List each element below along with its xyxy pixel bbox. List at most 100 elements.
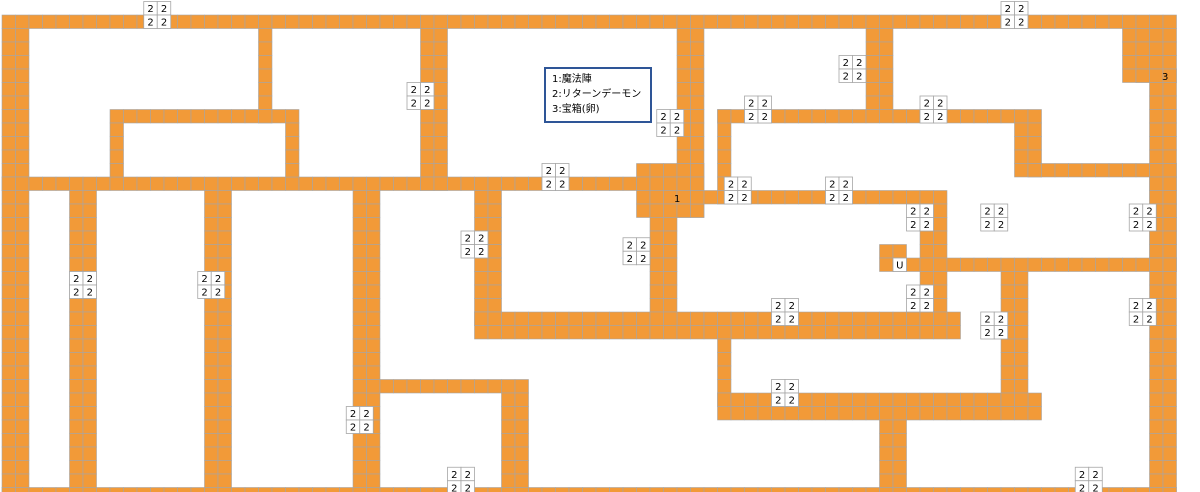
svg-text:2: 2 [465,483,471,492]
corridor-tile [663,298,678,313]
corridor-tile [514,406,529,421]
corridor-tile [933,217,948,232]
corridor-tile [1149,365,1164,380]
corridor-tile [433,14,448,29]
corridor-tile [15,109,30,124]
return-demon-cell: 2 [906,203,921,218]
corridor-tile [474,271,489,286]
corridor-tile [1135,55,1150,70]
corridor-tile [892,244,907,259]
return-demon-cell: 2 [460,244,475,259]
corridor-tile [825,487,840,492]
corridor-tile [15,433,30,448]
corridor-tile [1,419,16,434]
corridor-tile [204,392,219,407]
corridor-tile [366,298,381,313]
corridor-tile [919,14,934,29]
corridor-tile [879,392,894,407]
corridor-tile [366,14,381,29]
svg-text:2: 2 [674,112,680,123]
corridor-tile [1149,460,1164,475]
corridor-tile [1068,257,1083,272]
corridor-tile [366,325,381,340]
return-demon-cell: 2 [906,284,921,299]
corridor-tile [204,190,219,205]
return-demon-cell: 2 [460,230,475,245]
corridor-tile [15,68,30,83]
corridor-tile [933,406,948,421]
corridor-tile [1149,163,1164,178]
corridor-tile [406,176,421,191]
corridor-tile [811,109,826,124]
return-demon-cell: 2 [197,284,212,299]
corridor-tile [96,14,111,29]
corridor-tile [757,311,772,326]
corridor-tile [433,122,448,137]
corridor-tile [514,473,529,488]
corridor-tile [487,217,502,232]
corridor-tile [595,14,610,29]
corridor-tile [649,203,664,218]
corridor-tile [852,325,867,340]
corridor-tile [1,446,16,461]
corridor-tile [838,487,853,492]
corridor-tile [366,487,381,492]
corridor-tile [82,203,97,218]
corridor-tile [1162,379,1177,394]
corridor-tile [217,352,232,367]
corridor-tile [325,487,340,492]
corridor-tile [501,176,516,191]
corridor-tile [568,311,583,326]
return-demon-cell: 2 [636,237,651,252]
corridor-tile [312,176,327,191]
corridor-tile [69,230,84,245]
corridor-tile [865,14,880,29]
svg-text:2: 2 [924,207,930,218]
corridor-tile [825,109,840,124]
corridor-tile [352,433,367,448]
corridor-tile [352,271,367,286]
corridor-tile [339,176,354,191]
corridor-tile [1149,122,1164,137]
corridor-tile [204,379,219,394]
corridor-tile [582,487,597,492]
corridor-tile [69,352,84,367]
svg-text:2: 2 [215,288,221,299]
corridor-tile [1041,487,1056,492]
return-demon-cell: 2 [447,466,462,482]
corridor-tile [730,311,745,326]
return-demon-cell: 2 [69,284,84,299]
svg-text:2: 2 [775,301,781,312]
return-demon-cell: 2 [838,55,853,70]
corridor-tile [1027,163,1042,178]
corridor-tile [217,379,232,394]
corridor-tile [676,55,691,70]
svg-text:2: 2 [937,99,943,110]
svg-text:2: 2 [775,396,781,407]
corridor-tile [865,311,880,326]
corridor-tile [150,109,165,124]
svg-text:2: 2 [451,470,457,481]
corridor-tile [15,311,30,326]
return-demon-cell: 2 [784,298,799,313]
svg-text:2: 2 [829,193,835,204]
svg-text:2: 2 [161,4,167,15]
svg-text:2: 2 [465,247,471,258]
corridor-tile [190,487,205,492]
corridor-tile [352,325,367,340]
corridor-tile [15,136,30,151]
corridor-tile [946,487,961,492]
corridor-tile [1014,284,1029,299]
corridor-tile [1149,433,1164,448]
corridor-tile [609,325,624,340]
corridor-tile [501,419,516,434]
return-demon-cell: 2 [993,325,1009,340]
corridor-tile [663,163,678,178]
svg-text:2: 2 [924,112,930,123]
svg-text:2: 2 [1133,220,1139,231]
corridor-tile [352,365,367,380]
corridor-tile [109,176,124,191]
corridor-tile [82,244,97,259]
corridor-tile [109,136,124,151]
corridor-tile [690,163,705,178]
